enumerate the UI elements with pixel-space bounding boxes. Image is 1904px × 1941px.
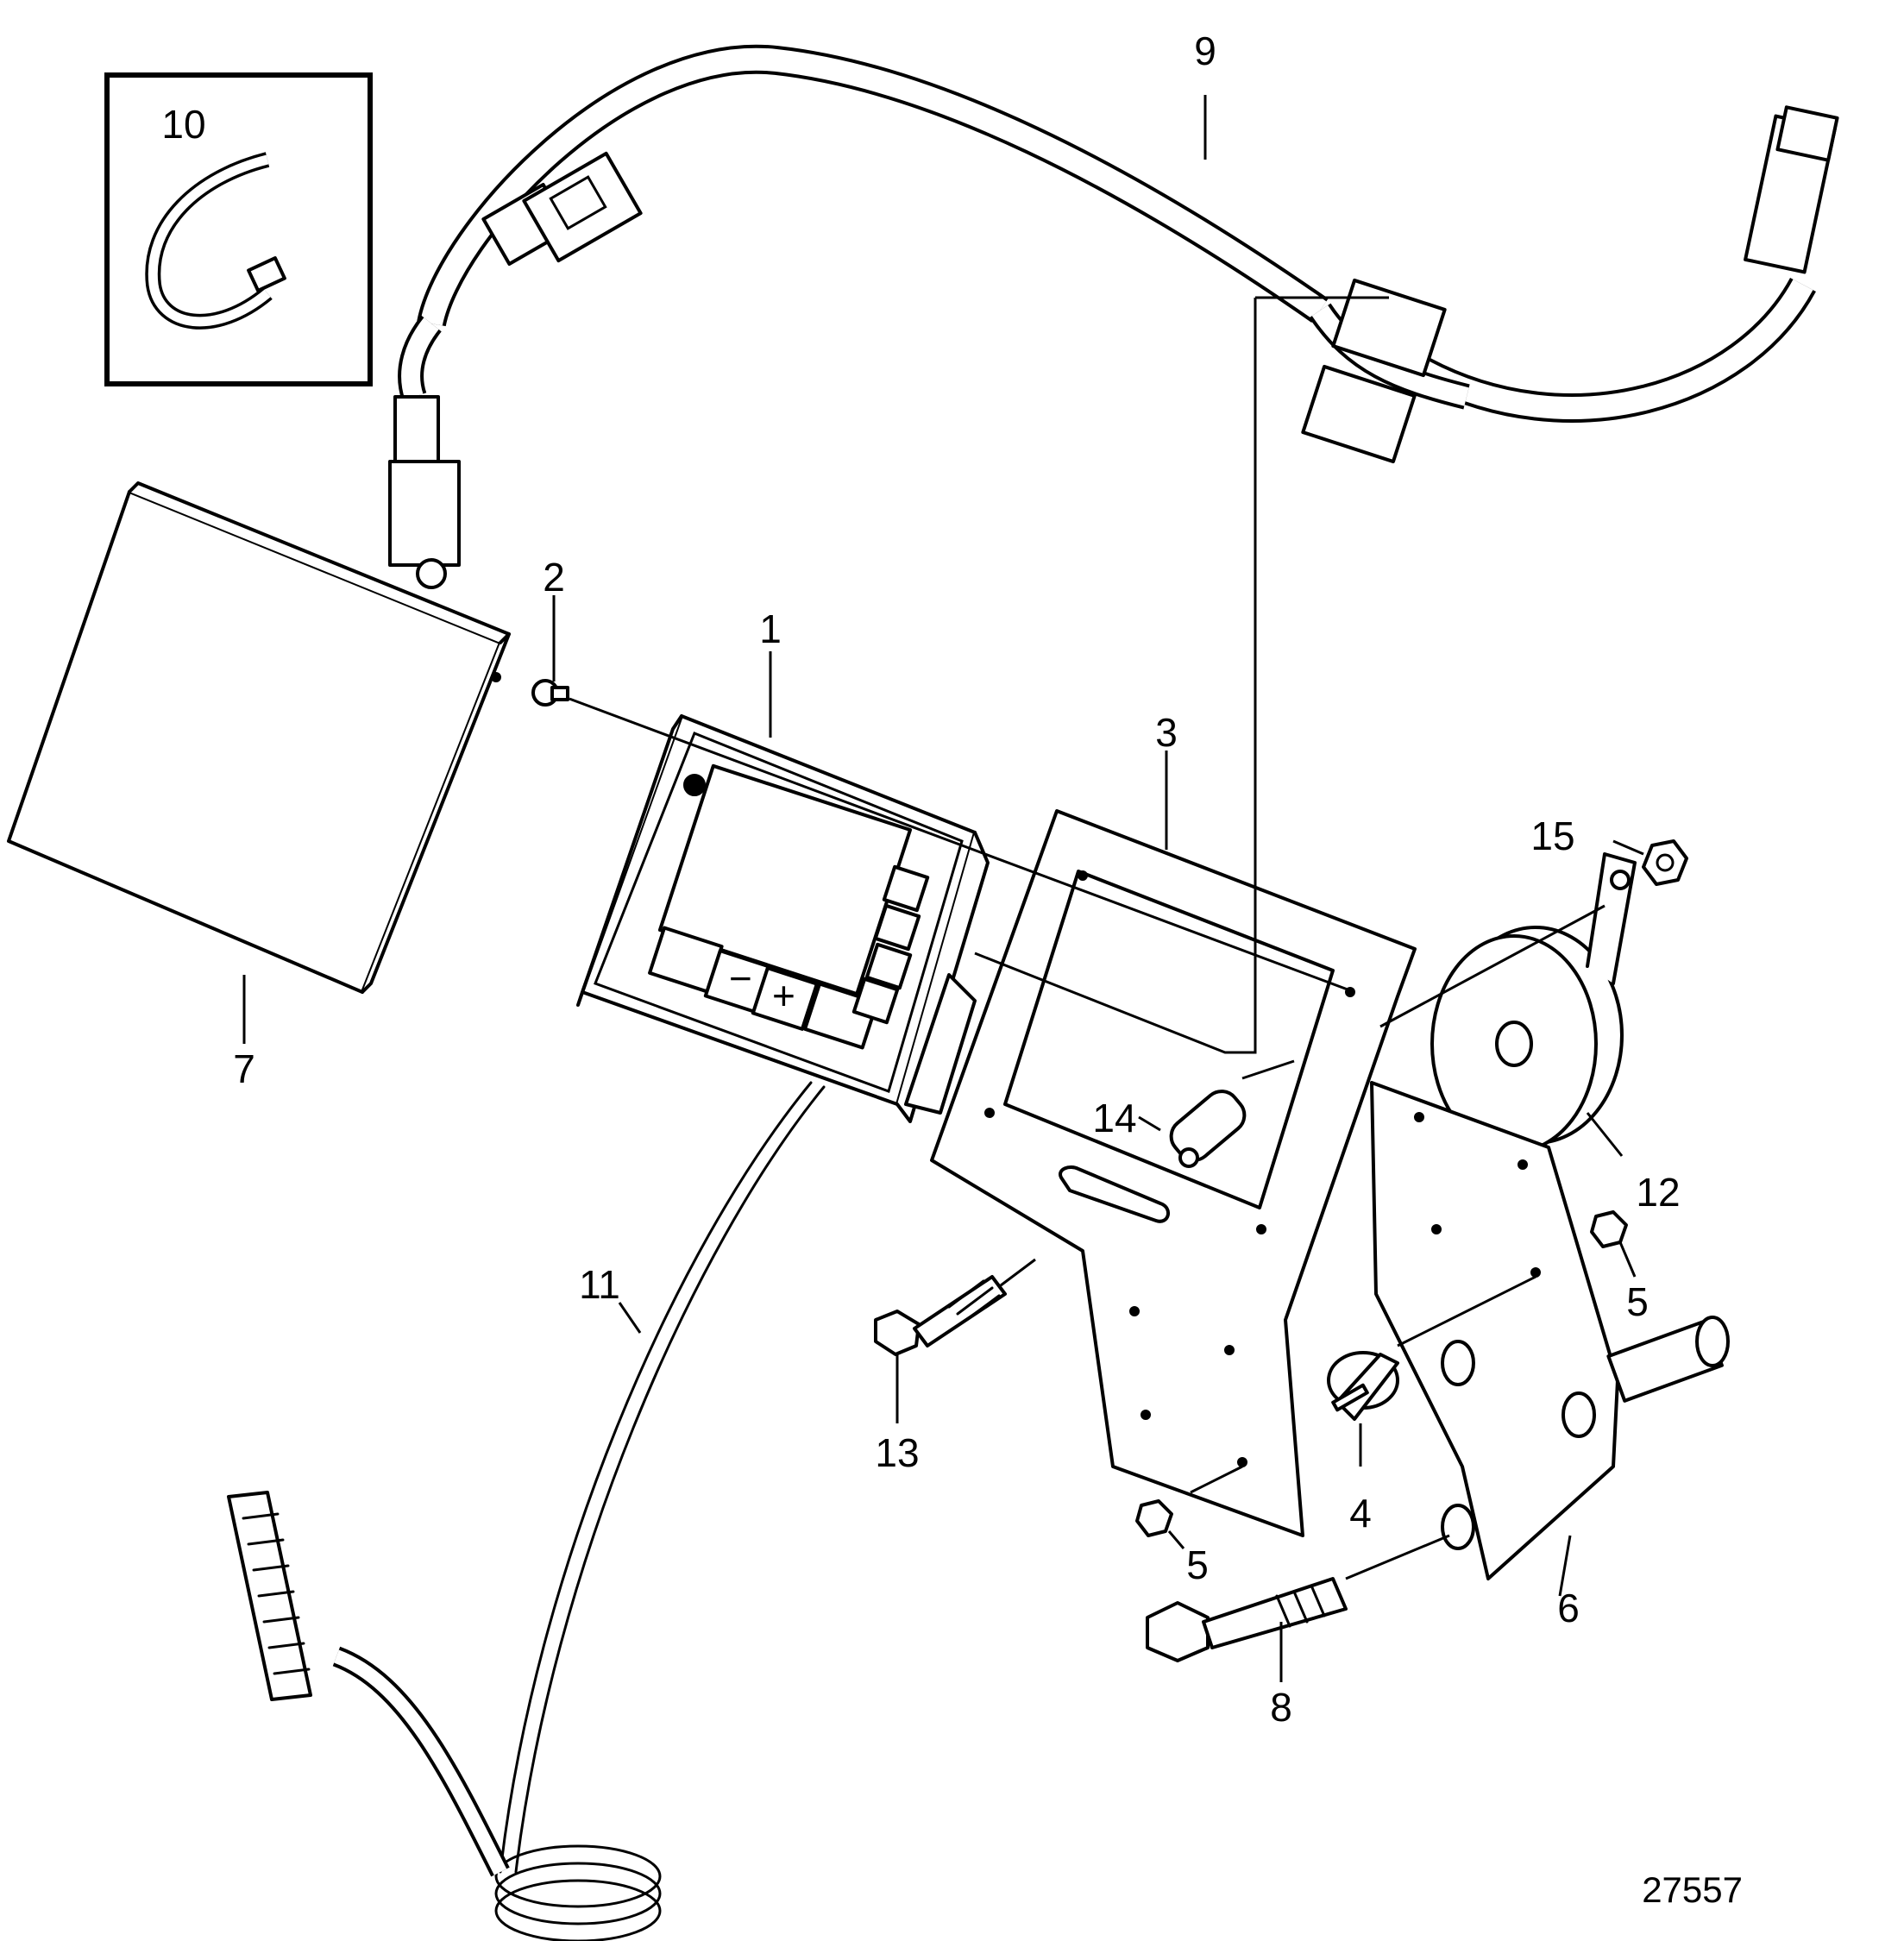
callout-2: 2 [543, 555, 565, 600]
inset-box [104, 72, 373, 386]
callout-9: 9 [1194, 28, 1216, 73]
reference-number: 27557 [1642, 1869, 1743, 1910]
callout-5-lower: 5 [1186, 1542, 1209, 1587]
nut-5-upper [1590, 1210, 1628, 1248]
callout-1: 1 [759, 606, 782, 651]
nut-15 [1642, 839, 1688, 886]
spacer [1169, 1090, 1247, 1168]
callout-14: 14 [1092, 1096, 1136, 1140]
callout-12: 12 [1636, 1170, 1680, 1215]
horn [1430, 852, 1637, 1153]
callout-15: 15 [1530, 813, 1574, 858]
callout-6: 6 [1557, 1586, 1580, 1630]
callout-7: 7 [233, 1046, 255, 1091]
svg-text:+: + [772, 973, 795, 1018]
cable-tie [145, 152, 286, 330]
cable-harness [388, 44, 1839, 589]
bolt-13 [874, 1275, 1007, 1356]
mounting-bracket [930, 809, 1417, 1537]
callout-13: 13 [875, 1430, 919, 1475]
callout-11: 11 [579, 1262, 620, 1307]
mounting-plate [1370, 1081, 1730, 1580]
nut-5-lower [1135, 1499, 1173, 1537]
callout-5-upper: 5 [1626, 1279, 1649, 1324]
screw [531, 679, 569, 707]
display-cable [227, 1081, 826, 1941]
callout-3: 3 [1155, 710, 1178, 755]
rubber-mount [1327, 1351, 1399, 1421]
display-unit: − + [576, 714, 990, 1123]
leader-lines [242, 95, 1644, 1682]
callout-8: 8 [1270, 1685, 1292, 1730]
callout-10: 10 [161, 102, 205, 147]
callout-4: 4 [1349, 1491, 1372, 1536]
bolt-8 [1146, 1577, 1348, 1662]
display-cover [7, 481, 511, 994]
svg-text:−: − [729, 956, 752, 1001]
